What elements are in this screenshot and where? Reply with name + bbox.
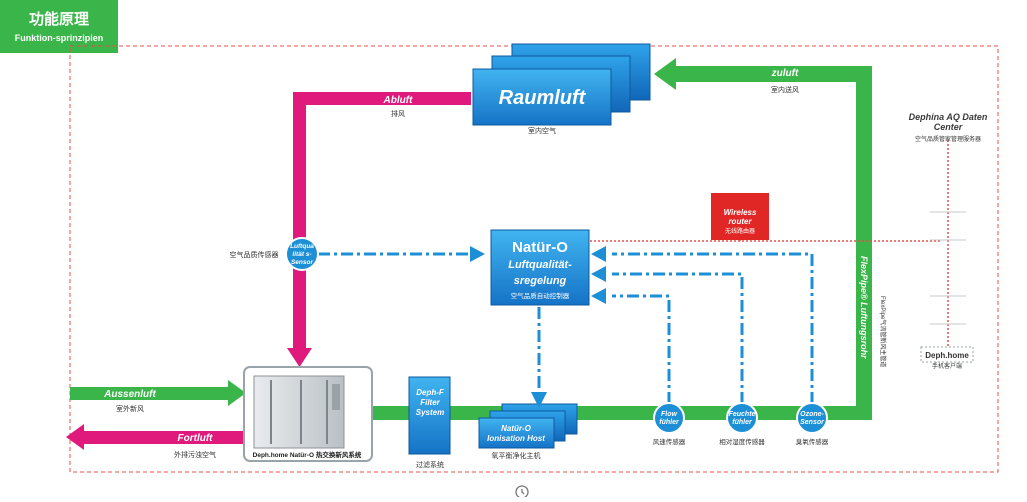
datacenter-line-2: Center (934, 122, 963, 132)
raumluft-box (472, 43, 651, 126)
ionisation-line-2: Ionisation Host (487, 434, 545, 443)
filter-cn: 过滤系统 (416, 460, 444, 469)
feuchte-line-2: fühler (732, 419, 753, 426)
raumluft-label: Raumluft (499, 87, 587, 109)
ozone-cn: 臭氧传感器 (796, 437, 829, 446)
raumluft-cn: 室内空气 (528, 126, 556, 135)
datacenter-cn: 空气品质管家管理服务器 (915, 135, 981, 143)
app-label: Deph.home (925, 351, 969, 360)
air-sensor-line-3: Sensor (291, 259, 314, 266)
ionisation-line-1: Natür-O (501, 424, 532, 433)
ionisation-box (478, 403, 578, 449)
fortluft-cn: 外排污浊空气 (174, 450, 216, 459)
controller-box (490, 229, 590, 306)
feuchte-cn: 相对湿度传感器 (719, 437, 765, 446)
ozone-sensor-icon (796, 402, 828, 434)
ventilation-unit (243, 366, 373, 462)
zuluft-label: zuluft (771, 68, 799, 79)
aussenluft-label: Aussenluft (103, 389, 156, 400)
ionisation-cn: 氧平衡净化主机 (492, 451, 541, 460)
signal-lines (318, 252, 814, 404)
unit-label: Deph.home Natür-O 热交换新风系统 (253, 450, 362, 459)
flow-cn: 风速传感器 (653, 437, 686, 446)
filter-box (408, 376, 451, 455)
filter-line-3: System (416, 408, 444, 417)
refresh-icon[interactable] (513, 483, 531, 499)
air-sensor-cn: 空气品质传感器 (230, 250, 279, 259)
datacenter-ticks (930, 211, 966, 325)
flexpipe-label: FlexPipe® Luftungsrohr (859, 256, 869, 359)
wireless-lines (590, 140, 949, 346)
feuchte-line-1: Feuchte (729, 411, 756, 418)
air-sensor-line-2: lität s- (292, 251, 311, 258)
aussenluft-cn: 室外新风 (116, 404, 144, 413)
abluft-cn: 排风 (391, 109, 405, 118)
flow-line-2: fühler (659, 419, 680, 426)
signal-arrowheads (470, 246, 606, 408)
air-sensor-line-1: Luftqua (290, 243, 314, 250)
abluft-label: Abluft (383, 95, 414, 106)
filter-line-1: Deph-F (416, 388, 445, 397)
fortluft-arrow (66, 424, 244, 450)
aussenluft-arrow (70, 380, 246, 406)
controller-line-2: Luftqualität- (508, 259, 572, 271)
app-box (920, 346, 974, 363)
air-quality-sensor-icon (285, 237, 319, 271)
header-title-cn: 功能原理 (28, 11, 89, 28)
router-box (711, 193, 769, 240)
zuluft-cn: 室内送风 (771, 85, 799, 94)
filter-line-2: Filter (420, 398, 440, 407)
ozone-line-1: Ozone- (800, 411, 824, 418)
controller-title: Natür-O (512, 239, 568, 256)
controller-cn: 空气品质自动控制器 (511, 291, 570, 300)
fortluft-label: Fortluft (178, 433, 214, 444)
router-cn: 无线路由器 (725, 227, 755, 235)
controller-line-3: sregelung (514, 275, 567, 287)
flexpipe-side-text: FlexPipe气流管新风主管道 (879, 296, 887, 367)
header-badge: 功能原理 Funktion-sprinzipien (0, 0, 118, 53)
flow-sensor-icon (653, 402, 685, 434)
router-line-2: router (728, 217, 752, 226)
ozone-line-2: Sensor (800, 419, 825, 426)
app-cn: 手机客户端 (932, 362, 962, 370)
router-line-1: Wireless (724, 208, 757, 217)
datacenter-line-1: Dephina AQ Daten (909, 112, 988, 122)
humidity-sensor-icon (726, 402, 758, 434)
abluft-duct (287, 92, 471, 367)
header-title-de: Funktion-sprinzipien (14, 33, 104, 43)
flow-line-1: Flow (661, 411, 677, 418)
